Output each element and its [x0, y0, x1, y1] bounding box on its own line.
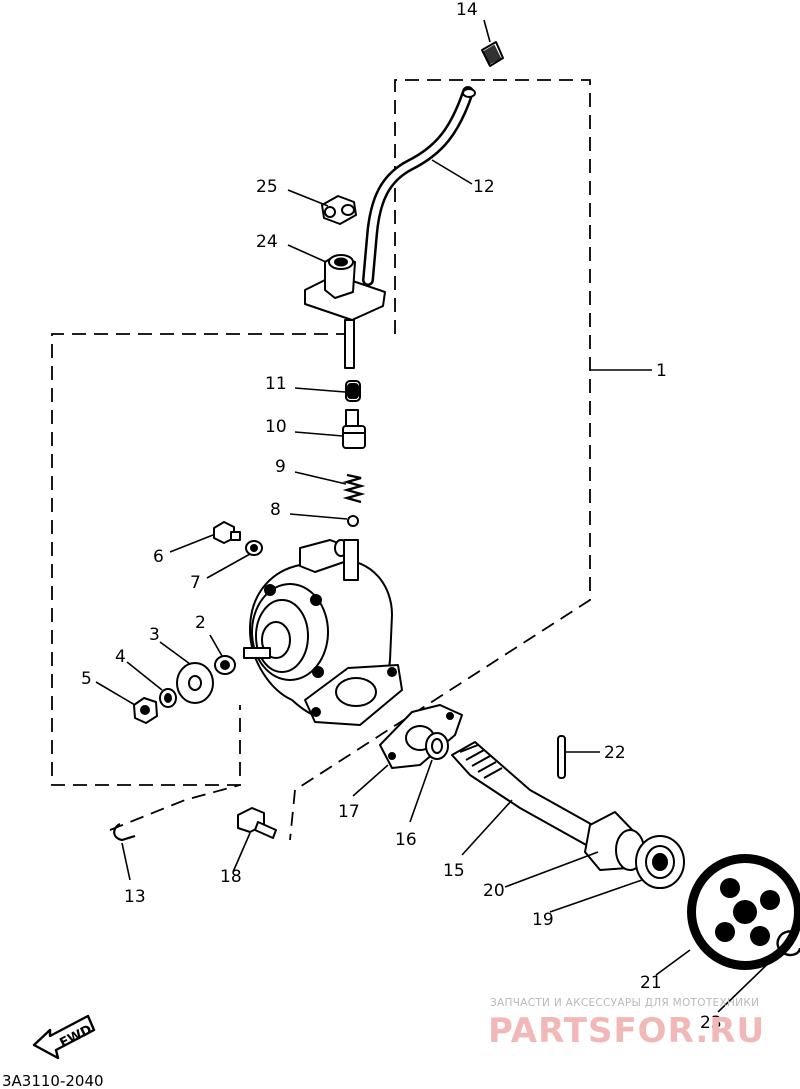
callout-21: 21 [640, 973, 662, 993]
part-4-spring-washer [159, 688, 177, 708]
part-19-bearing [635, 835, 685, 889]
callout-labels: 1 2 3 4 5 6 7 8 9 10 11 12 13 14 15 16 1… [81, 0, 722, 1033]
part-14-cap [481, 41, 504, 67]
drawing-code: 3A3110-2040 [2, 1072, 104, 1089]
callout-2: 2 [195, 613, 206, 633]
part-3-plate [176, 662, 214, 704]
part-18-bolt [237, 807, 277, 839]
callout-1: 1 [656, 361, 667, 381]
part-13-clip [113, 823, 136, 842]
callout-8: 8 [270, 500, 281, 520]
watermark-tagline: ЗАПЧАСТИ И АКСЕССУАРЫ ДЛЯ МОТОТЕХНИКИ [490, 997, 759, 1009]
callout-23: 23 [700, 1013, 722, 1033]
part-25-clip [321, 195, 357, 225]
callout-14: 14 [456, 0, 478, 20]
callout-9: 9 [275, 457, 286, 477]
callout-10: 10 [265, 417, 287, 437]
callout-22: 22 [604, 743, 626, 763]
callout-3: 3 [149, 625, 160, 645]
part-21-gear [687, 854, 800, 970]
callout-20: 20 [483, 881, 505, 901]
part-5-nut [133, 697, 158, 724]
part-17-gasket [379, 704, 463, 769]
part-22-pin [557, 735, 566, 779]
part-8-ball [347, 515, 359, 527]
watermark-logo: PARTSFOR.RU [488, 1011, 765, 1051]
callout-4: 4 [115, 647, 126, 667]
callout-19: 19 [532, 910, 554, 930]
callout-13: 13 [124, 887, 146, 907]
callout-11: 11 [265, 374, 287, 394]
part-2-washer [214, 655, 236, 675]
part-7-washer [245, 540, 263, 556]
part-9-spring [342, 473, 366, 504]
callout-6: 6 [153, 547, 164, 567]
part-23-circlip [776, 930, 800, 957]
callout-16: 16 [395, 830, 417, 850]
part-10-union [342, 409, 366, 449]
part-15-shaft [451, 741, 599, 847]
callout-24: 24 [256, 232, 278, 252]
callout-7: 7 [190, 573, 201, 593]
part-24-holder [304, 254, 386, 369]
callout-12: 12 [473, 177, 495, 197]
fwd-arrow-icon: FWD [32, 1014, 96, 1060]
callout-17: 17 [338, 802, 360, 822]
leader-lines [95, 19, 781, 1013]
oil-pump-body [243, 539, 403, 726]
watermark: ЗАПЧАСТИ И АКСЕССУАРЫ ДЛЯ МОТОТЕХНИКИ PA… [488, 997, 765, 1051]
callout-5: 5 [81, 669, 92, 689]
callout-15: 15 [443, 861, 465, 881]
part-16-o-ring [425, 732, 449, 760]
callout-25: 25 [256, 177, 278, 197]
assembly-boundary [51, 79, 591, 841]
part-6-screw [213, 521, 241, 544]
callout-18: 18 [220, 867, 242, 887]
part-12-pipe [362, 86, 476, 286]
part-11-nipple [345, 380, 361, 402]
